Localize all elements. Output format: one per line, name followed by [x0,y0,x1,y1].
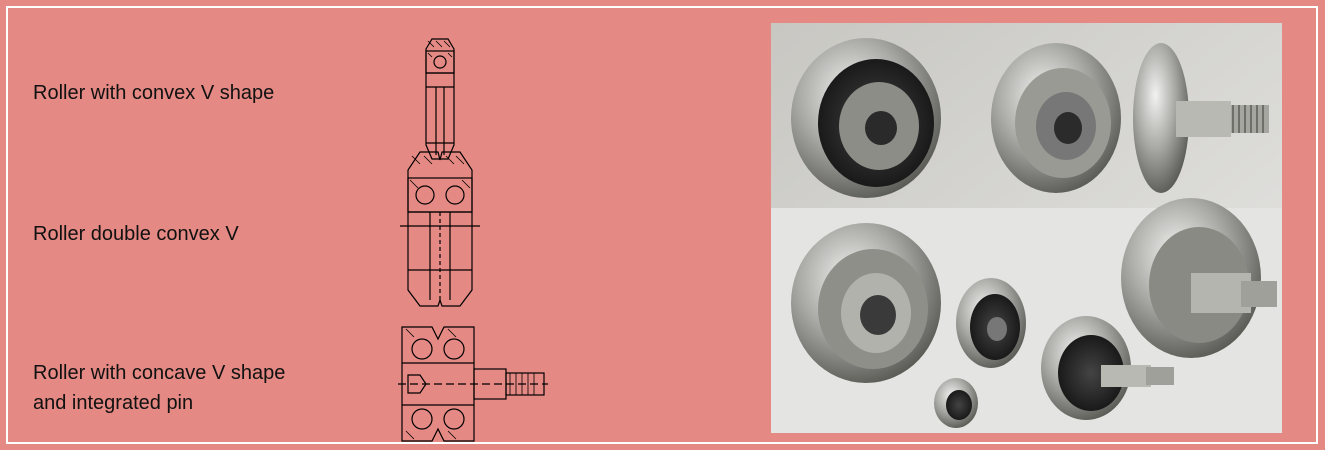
content-frame [6,6,1318,444]
row-label-convex-v: Roller with convex V shape [33,82,275,104]
concave-v-roller-pin-section-icon [398,326,548,442]
row-label-double-convex-v: Roller double convex V [33,223,239,245]
convex-v-roller-section-icon [425,38,455,160]
double-convex-v-roller-section-icon [400,151,480,307]
v-groove-roller-bearings-photo [771,23,1282,433]
row-label-concave-v-pin: Roller with concave V shape and integrat… [33,362,286,414]
